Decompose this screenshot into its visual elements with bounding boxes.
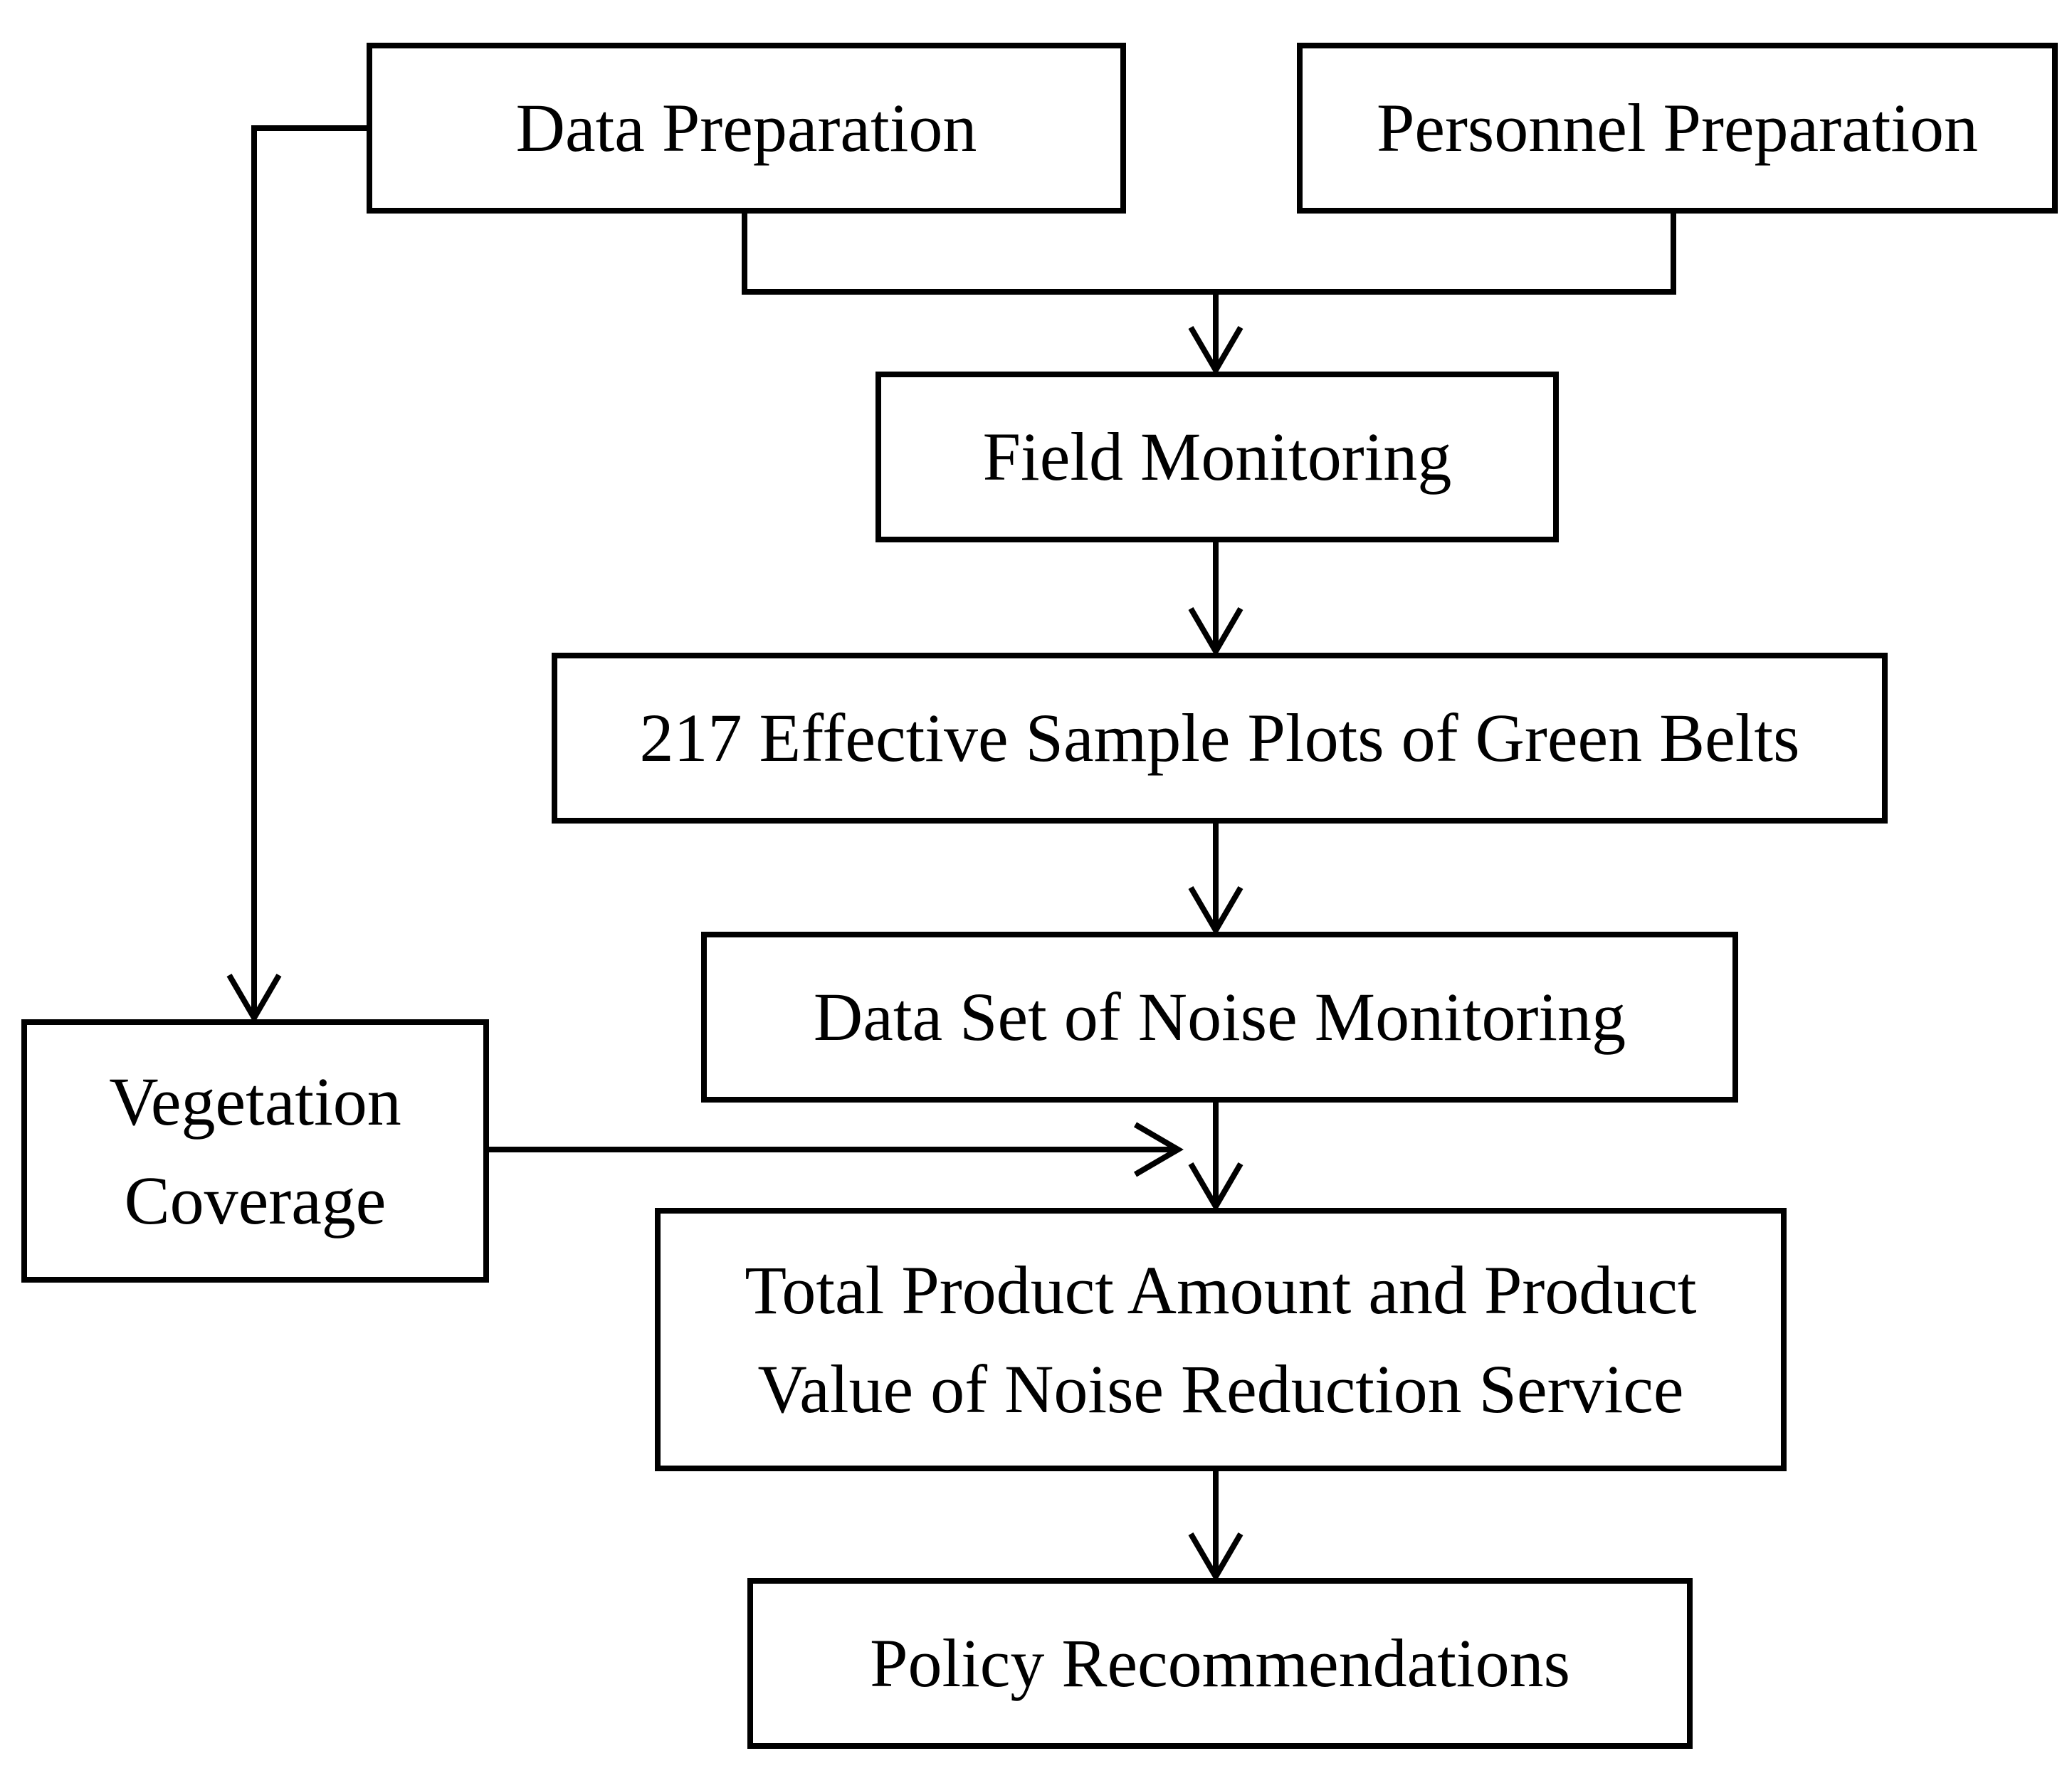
node-sample-plots: 217 Effective Sample Plots of Green Belt…: [552, 653, 1888, 824]
node-personnel-preparation: Personnel Preparation: [1297, 43, 2058, 214]
node-data-preparation: Data Preparation: [367, 43, 1126, 214]
node-noise-data-set: Data Set of Noise Monitoring: [701, 932, 1738, 1103]
node-label-line-1: Vegetation: [109, 1063, 401, 1140]
arrowhead-field-monitoring: [1188, 325, 1243, 376]
node-vegetation-coverage: Vegetation Coverage: [21, 1019, 489, 1283]
arrowhead-policy-recommendations: [1188, 1532, 1243, 1582]
node-label: Data Set of Noise Monitoring: [813, 979, 1626, 1056]
arrowhead-noise-data-set: [1188, 885, 1243, 936]
arrowhead-vegetation-side: [1133, 1122, 1184, 1177]
node-label-line-2: Value of Noise Reduction Service: [757, 1351, 1684, 1427]
arrowhead-vegetation-coverage: [226, 973, 282, 1024]
node-label-line-1: Total Product Amount and Product: [745, 1251, 1697, 1328]
node-label: 217 Effective Sample Plots of Green Belt…: [639, 700, 1800, 777]
node-policy-recommendations: Policy Recommendations: [747, 1578, 1693, 1749]
node-label: Data Preparation: [515, 90, 977, 167]
arrowhead-product-value: [1188, 1162, 1243, 1212]
node-label: Personnel Preparation: [1376, 90, 1979, 167]
node-product-value: Total Product Amount and Product Value o…: [655, 1208, 1787, 1471]
node-label: Field Monitoring: [982, 419, 1452, 495]
node-label: Policy Recommendations: [870, 1625, 1570, 1702]
node-label-line-2: Coverage: [124, 1162, 386, 1238]
edge-data-preparation-to-vegetation: [251, 125, 367, 1018]
node-field-monitoring: Field Monitoring: [875, 372, 1559, 542]
edge-preparations-merge: [742, 214, 1676, 295]
arrowhead-sample-plots: [1188, 606, 1243, 657]
